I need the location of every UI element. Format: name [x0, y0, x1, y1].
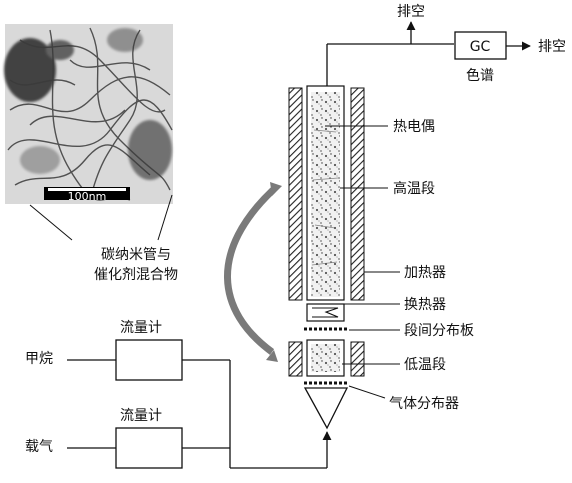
- label-distributor-plate: 段间分布板: [404, 323, 474, 339]
- caption-leader-right: [157, 194, 173, 241]
- label-heat-exchanger: 换热器: [404, 296, 446, 313]
- heat-exchanger-coil: [312, 307, 339, 318]
- gc-caption: 色谱: [466, 67, 494, 84]
- label-gas-distributor: 气体分布器: [389, 396, 459, 412]
- label-low-temp: 低温段: [404, 357, 446, 373]
- flowmeter1-label: 流量计: [120, 320, 162, 336]
- flowmeter2-box: [115, 427, 183, 469]
- circulation-arrow: [224, 187, 276, 355]
- circulation-arrow-head-top: [270, 182, 282, 196]
- gc-box-label: GC: [470, 39, 491, 55]
- catalyst-bed-lower: [311, 344, 340, 372]
- exhaust-section: 排空 GC 色谱 排空: [326, 4, 566, 86]
- micrograph-caption-line1: 碳纳米管与: [101, 247, 171, 263]
- tem-micrograph: 100nm: [4, 24, 173, 204]
- label-high-temp: 高温段: [393, 180, 435, 197]
- reactor: [288, 85, 365, 430]
- label-thermocouple: 热电偶: [393, 119, 435, 135]
- reactor-labels: 热电偶 高温段 加热器 换热器 段间分布板 低温段 气体分布器: [325, 119, 474, 412]
- heater-lower-right: [350, 341, 365, 377]
- exhaust-right-label: 排空: [538, 39, 566, 55]
- circulation-arrow-head-bottom: [266, 350, 278, 362]
- gc-box: [454, 31, 507, 60]
- heater-right: [350, 87, 365, 301]
- exhaust-top-label: 排空: [397, 4, 425, 20]
- carrier-label: 载气: [25, 439, 53, 455]
- feed-section: 流量计 甲烷 流量计 载气: [25, 320, 332, 469]
- methane-label: 甲烷: [25, 351, 53, 367]
- micrograph-caption-line2: 催化剂混合物: [94, 267, 178, 283]
- caption-leader-left: [29, 204, 73, 241]
- heater-left: [288, 87, 303, 301]
- gas-distributor-cone: [303, 387, 349, 430]
- flowmeter2-label: 流量计: [120, 408, 162, 424]
- flowmeter1-box: [115, 339, 183, 381]
- heat-exchanger-box: [306, 303, 345, 322]
- catalyst-bed-upper: [311, 92, 340, 297]
- label-heater: 加热器: [404, 265, 446, 281]
- scale-bar-label: 100nm: [68, 190, 107, 203]
- heater-lower-left: [288, 341, 303, 377]
